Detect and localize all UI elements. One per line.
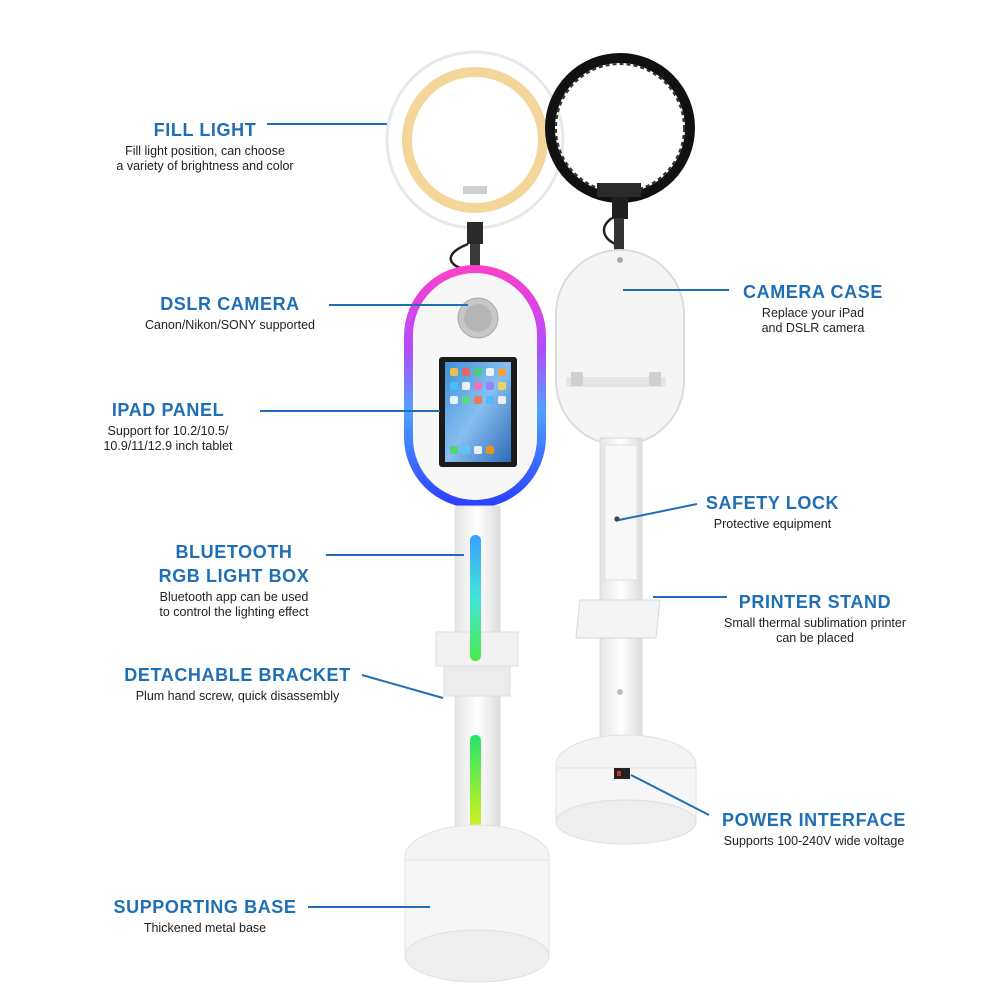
front-column <box>435 505 519 855</box>
callout-safety-lock: SAFETY LOCK Protective equipment <box>690 491 855 532</box>
leader-detachable-diag <box>361 674 444 699</box>
leader-ipad-panel <box>260 410 440 412</box>
back-capsule <box>555 249 685 446</box>
detachable-bracket-desc: Plum hand screw, quick disassembly <box>135 689 340 703</box>
power-interface-desc: Supports 100-240V wide voltage <box>723 834 905 848</box>
camera-case-title: CAMERA CASE <box>743 282 883 302</box>
fill-light-desc: Fill light position, can choose a variet… <box>116 144 294 173</box>
callout-detachable-bracket: DETACHABLE BRACKET Plum hand screw, quic… <box>100 663 375 704</box>
ipad-panel-title: IPAD PANEL <box>111 400 225 420</box>
back-column <box>575 437 661 759</box>
camera-case-desc: Replace your iPad and DSLR camera <box>761 306 865 335</box>
safety-lock-title: SAFETY LOCK <box>705 493 840 513</box>
callout-dslr-camera: DSLR CAMERA Canon/Nikon/SONY supported <box>130 292 330 333</box>
printer-stand-title: PRINTER STAND <box>738 592 892 612</box>
detachable-bracket-title: DETACHABLE BRACKET <box>124 665 351 685</box>
dslr-camera-desc: Canon/Nikon/SONY supported <box>144 318 315 332</box>
supporting-base-desc: Thickened metal base <box>143 921 267 935</box>
front-capsule <box>404 265 546 508</box>
bluetooth-desc: Bluetooth app can be used to control the… <box>159 590 309 619</box>
callout-ipad-panel: IPAD PANEL Support for 10.2/10.5/ 10.9/1… <box>83 398 253 454</box>
dslr-camera-title: DSLR CAMERA <box>160 294 300 314</box>
front-neck <box>470 244 480 269</box>
ipad-panel-desc: Support for 10.2/10.5/ 10.9/11/12.9 inch… <box>103 424 233 453</box>
callout-printer-stand: PRINTER STAND Small thermal sublimation … <box>700 590 930 646</box>
leader-bluetooth <box>326 554 464 556</box>
leader-safety-diag <box>618 503 698 521</box>
bluetooth-title-1: BLUETOOTH <box>175 542 293 562</box>
callout-bluetooth: BLUETOOTH RGB LIGHT BOX Bluetooth app ca… <box>134 540 334 620</box>
front-base <box>404 824 550 983</box>
back-ring-light <box>545 53 695 250</box>
printer-stand-desc: Small thermal sublimation printer can be… <box>723 616 906 645</box>
fill-light-title: FILL LIGHT <box>153 120 257 140</box>
leader-fill-light <box>267 123 387 125</box>
leader-power-diag <box>630 774 710 816</box>
bluetooth-title-2: RGB LIGHT BOX <box>158 566 310 586</box>
back-base <box>555 734 697 845</box>
callout-camera-case: CAMERA CASE Replace your iPad and DSLR c… <box>728 280 898 336</box>
safety-lock-desc: Protective equipment <box>713 517 832 531</box>
callout-power-interface: POWER INTERFACE Supports 100-240V wide v… <box>704 808 924 849</box>
leader-printer-stand <box>653 596 727 598</box>
power-interface-title: POWER INTERFACE <box>721 810 906 830</box>
leader-camera-case <box>623 289 729 291</box>
leader-dslr-camera <box>329 304 468 306</box>
front-ring-light <box>385 50 565 272</box>
callout-supporting-base: SUPPORTING BASE Thickened metal base <box>100 895 310 936</box>
supporting-base-title: SUPPORTING BASE <box>113 897 297 917</box>
leader-supporting-base <box>308 906 430 908</box>
callout-fill-light: FILL LIGHT Fill light position, can choo… <box>95 118 315 174</box>
